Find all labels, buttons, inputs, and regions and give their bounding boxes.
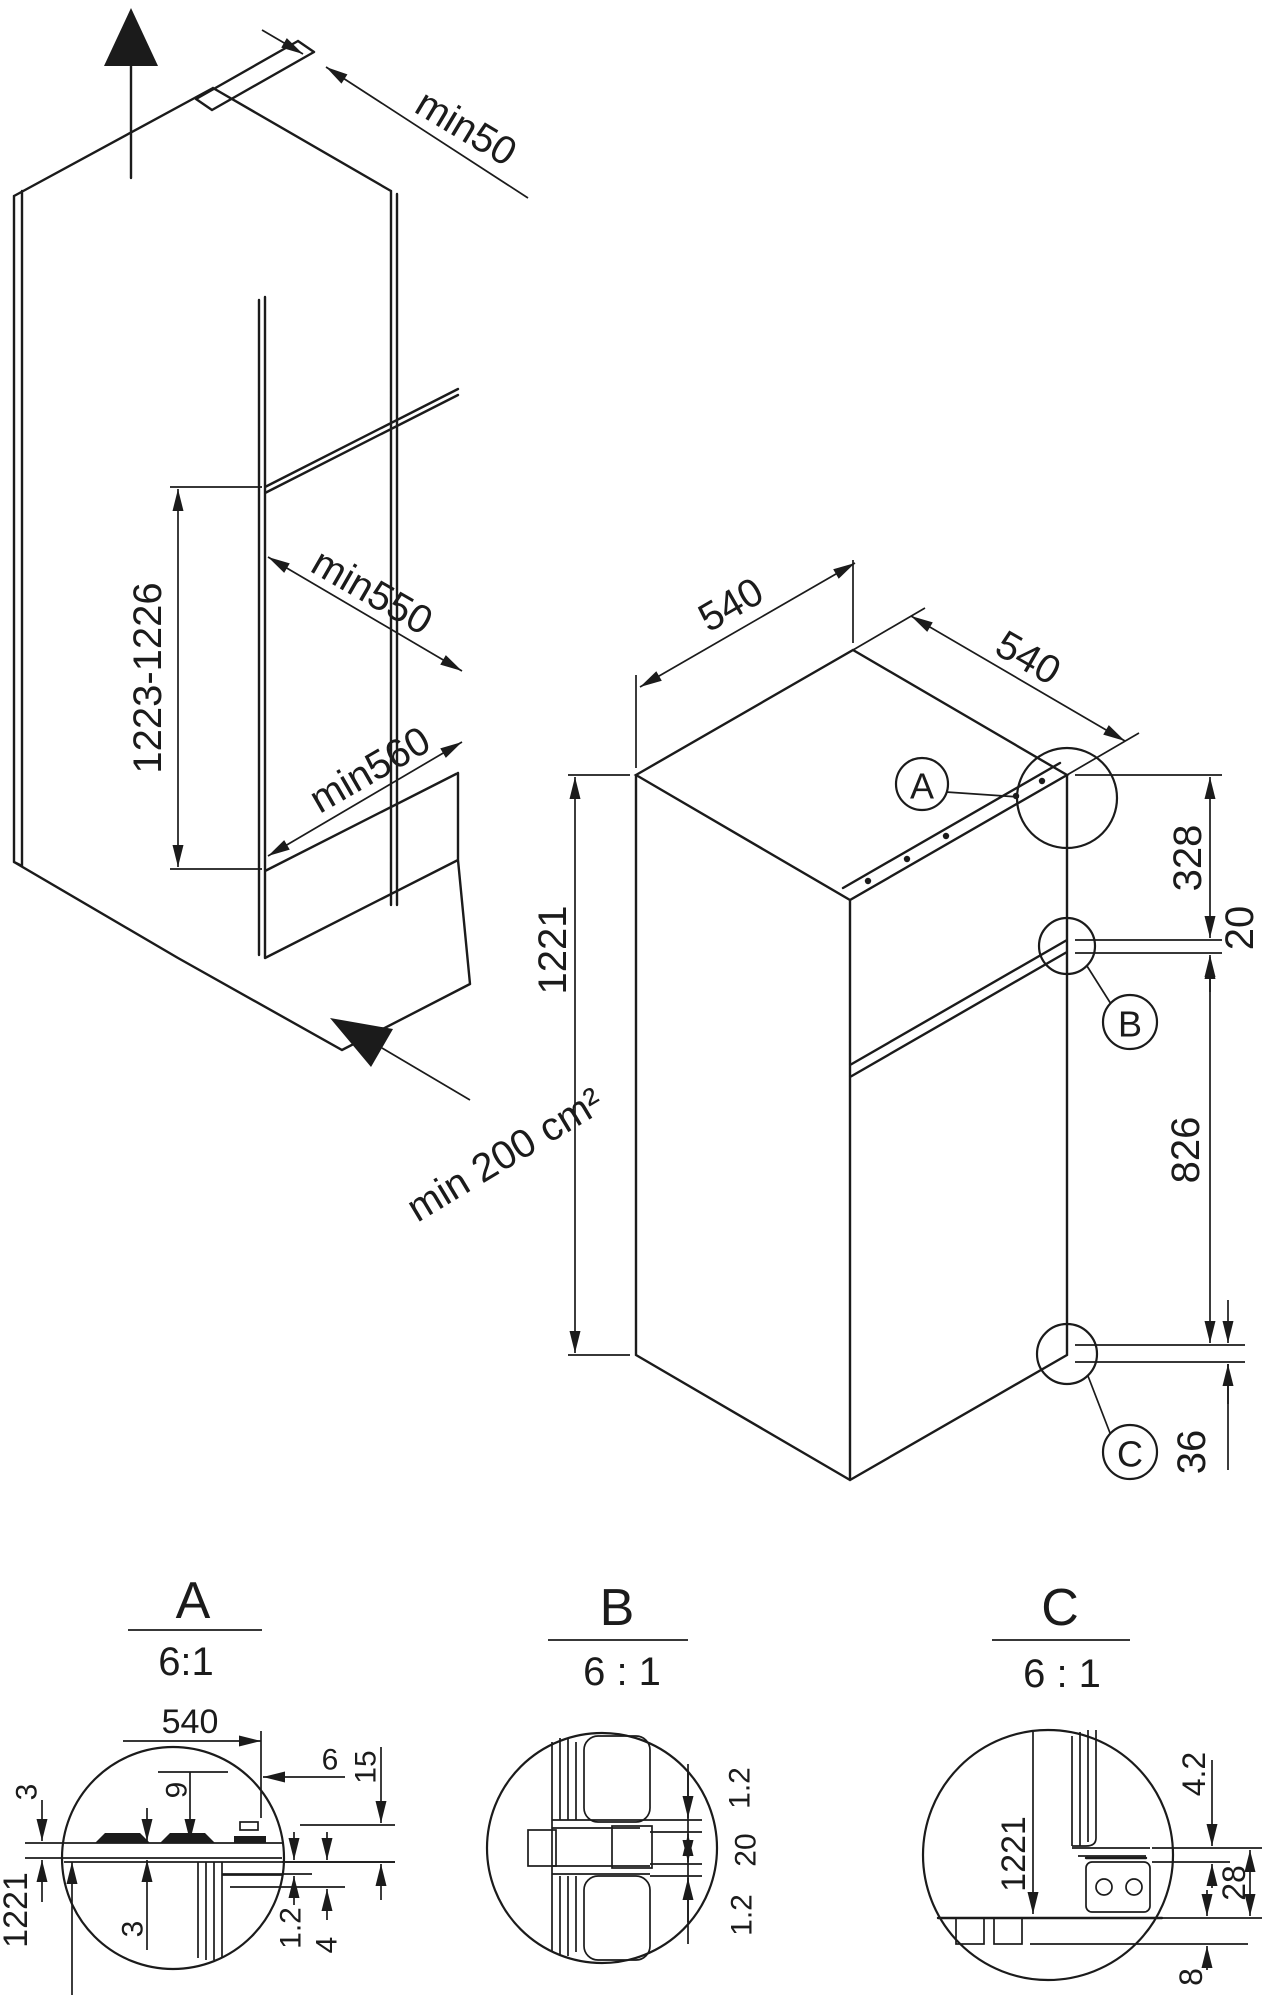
detail-ring-c [1035,1322,1099,1386]
dim-vent-area: min 200 cm² [399,1079,610,1230]
detail-ring-b [1037,916,1097,976]
dim-20: 20 [1218,906,1262,951]
dim-min50: min50 [408,81,524,175]
detail-a-15: 15 [350,1750,383,1783]
detail-a-title: A [176,1572,211,1630]
detail-b-title: B [600,1579,635,1637]
dim-top-width: 540 [988,622,1068,693]
detail-a-4: 4 [311,1937,344,1954]
dim-min550: min550 [304,540,440,644]
detail-a-1-2: 1.2 [275,1907,308,1949]
callout-a-label: A [910,766,934,807]
detail-b-1-2-top: 1.2 [724,1767,757,1809]
dim-appliance-height: 1221 [531,906,575,995]
dim-niche-height: 1223-1226 [126,582,170,773]
detail-a-540: 540 [162,1703,219,1741]
dim-top-depth: 540 [691,569,771,640]
detail-b: B 6 : 1 1.2 20 1.2 [485,1579,763,1965]
detail-a-scale: 6:1 [158,1640,214,1684]
detail-a-3-inner: 3 [117,1921,150,1938]
detail-c-8: 8 [1173,1968,1209,1986]
vent-arrow-icon [330,1018,471,1101]
detail-b-1-2-bottom: 1.2 [726,1894,759,1936]
niche-view: min50 min550 min560 1223-1226 min 200 cm… [12,8,611,1231]
detail-a-9: 9 [161,1782,194,1799]
detail-a-1221: 1221 [0,1872,35,1948]
callout-b-circle [1101,993,1159,1051]
detail-b-20: 20 [730,1833,763,1866]
detail-c-title: C [1041,1579,1079,1637]
detail-a-3-top: 3 [11,1784,44,1801]
appliance-view: 540 540 1221 328 20 826 36 A B [531,560,1262,1482]
detail-a: A 6:1 540 3 1221 9 6 15 [0,1572,395,1995]
dim-min560: min560 [302,718,438,822]
detail-c: C 6 : 1 1221 4.2 28 8 [921,1579,1262,1986]
detail-ring-a [1015,746,1119,850]
dim-36: 36 [1170,1430,1214,1475]
detail-c-4-2: 4.2 [1176,1752,1212,1796]
callout-b-label: B [1118,1004,1142,1045]
detail-c-scale: 6 : 1 [1023,1652,1101,1696]
detail-a-6: 6 [322,1744,339,1777]
callout-a-circle [894,756,950,812]
appliance-outline [633,648,1070,1482]
niche-outline [12,39,472,1052]
dim-328: 328 [1166,825,1210,892]
up-arrow-icon [104,8,158,180]
detail-b-scale: 6 : 1 [583,1650,661,1694]
callout-c-circle [1101,1423,1159,1481]
detail-c-1221: 1221 [995,1816,1033,1892]
dim-826: 826 [1164,1117,1208,1184]
callout-c-label: C [1117,1434,1143,1475]
detail-c-28: 28 [1216,1865,1252,1901]
